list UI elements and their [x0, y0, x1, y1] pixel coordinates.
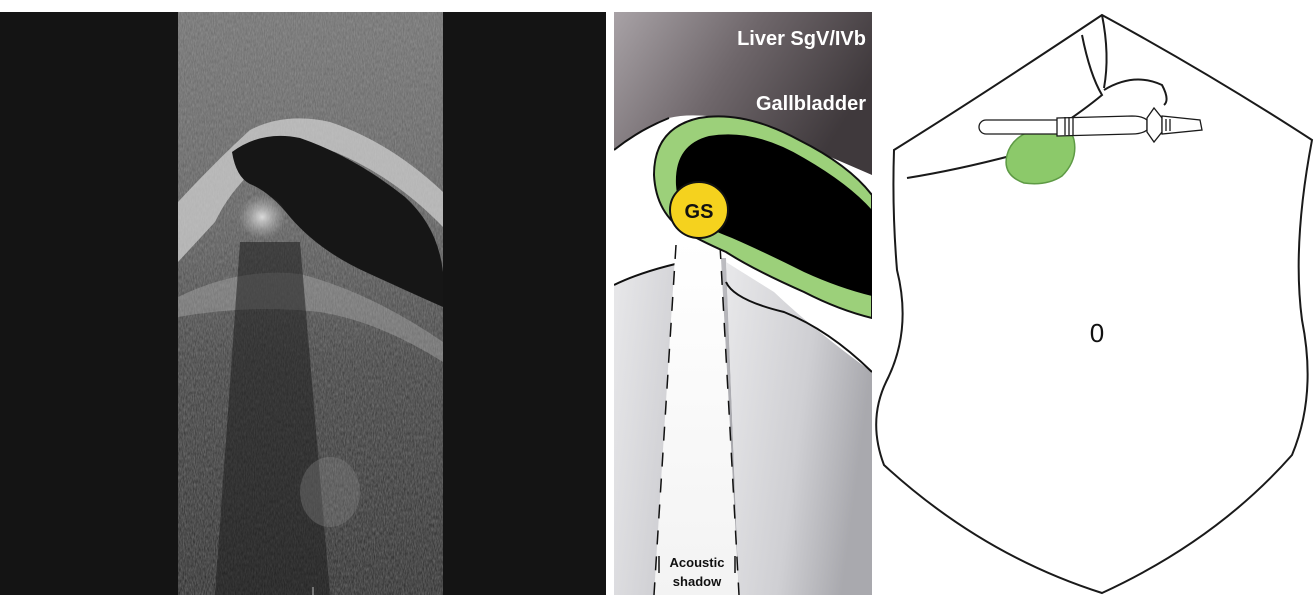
schematic-svg: GS Liver SgV/IVb Gallbladder Acoustic sh… — [614, 0, 872, 595]
acoustic-label: Acoustic — [670, 555, 725, 570]
liver-label: Liver SgV/IVb — [737, 28, 866, 50]
probe-tip — [979, 120, 1069, 134]
probe-shaft — [1057, 116, 1147, 136]
schematic-diagram: GS Liver SgV/IVb Gallbladder Acoustic sh… — [614, 0, 872, 595]
ultrasound-image — [0, 12, 606, 595]
center-label: 0 — [1090, 318, 1104, 348]
stone-echo — [238, 195, 286, 239]
gallbladder-label: Gallbladder — [756, 93, 866, 115]
stone-label: GS — [685, 201, 714, 223]
body-diagram-svg: 0 — [872, 0, 1314, 595]
shadow-label: shadow — [673, 574, 722, 589]
ultrasound-sector — [0, 12, 606, 595]
body-diagram: 0 — [872, 0, 1314, 595]
